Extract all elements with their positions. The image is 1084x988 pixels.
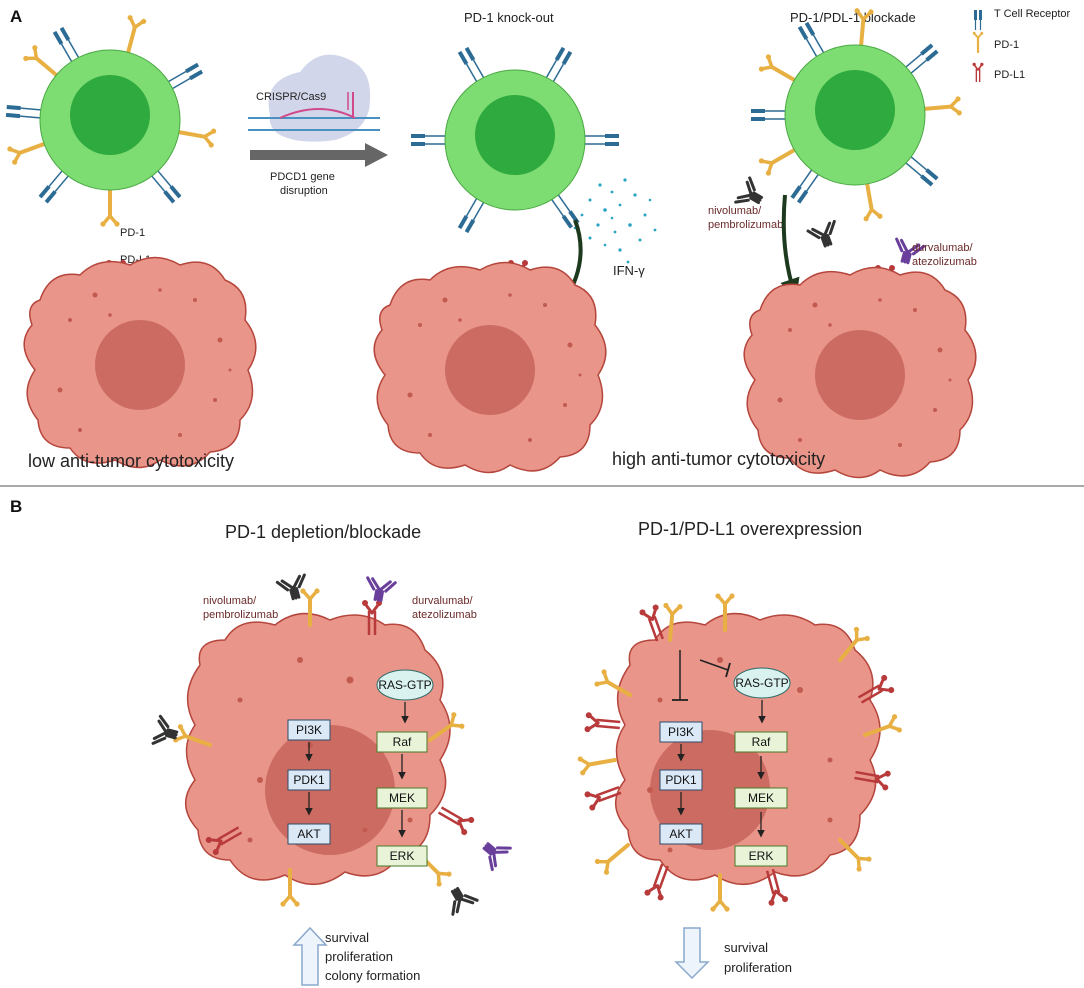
raf-label: Raf xyxy=(393,735,412,749)
pi3k-node xyxy=(287,719,331,741)
raf-node-right xyxy=(734,731,788,753)
pi3k-node-right xyxy=(659,721,703,743)
mek-node-right xyxy=(734,787,788,809)
down-arrow-icon xyxy=(674,927,710,980)
blockade-title: PD-1/PDL-1 blockade xyxy=(790,10,916,25)
right-outcome-2: proliferation xyxy=(724,960,792,975)
erk-label-right: ERK xyxy=(749,849,774,863)
akt-label: AKT xyxy=(297,827,321,841)
durva-label-a-1: durvalumab/ xyxy=(912,242,973,254)
tumor-cell-right xyxy=(743,266,977,479)
ras-gtp-node xyxy=(376,669,434,701)
mek-label: MEK xyxy=(389,791,415,805)
pdk1-label: PDK1 xyxy=(293,773,325,787)
right-panel-title: PD-1/PD-L1 overexpression xyxy=(638,519,862,539)
t-cell-blockade xyxy=(750,5,965,224)
pathway-right: RAS-GTP Raf MEK ERK PI3K PDK1 AKT xyxy=(659,650,791,867)
knockout-title: PD-1 knock-out xyxy=(464,10,554,25)
antibody-nivolumab-b3 xyxy=(441,881,479,916)
antibody-nivolumab-b1 xyxy=(275,573,312,604)
left-panel-title: PD-1 depletion/blockade xyxy=(225,522,421,542)
pdk1-label-right: PDK1 xyxy=(665,773,697,787)
akt-node-right xyxy=(659,823,703,845)
erk-node-right xyxy=(734,845,788,867)
pdk1-node xyxy=(287,769,331,791)
erk-node xyxy=(376,845,428,867)
t-cell-left xyxy=(4,12,219,229)
mek-label-right: MEK xyxy=(748,791,774,805)
ifn-gamma-label: IFN-γ xyxy=(613,263,645,278)
pi3k-label-right: PI3K xyxy=(668,725,694,739)
pdl1-receptor-b2 xyxy=(433,799,477,838)
durva-label-b-1: durvalumab/ xyxy=(412,595,473,607)
mek-node xyxy=(376,787,428,809)
panel-b-label: B xyxy=(10,497,22,516)
pdk1-node-right xyxy=(659,769,703,791)
akt-node xyxy=(287,823,331,845)
legend-pdl1-label: PD-L1 xyxy=(994,69,1025,81)
raf-label-right: Raf xyxy=(752,735,771,749)
nivo-label-b-1: nivolumab/ xyxy=(203,595,257,607)
crispr-label: CRISPR/Cas9 xyxy=(256,91,326,103)
right-outcome-1: survival xyxy=(724,940,768,955)
nivo-label-a-1: nivolumab/ xyxy=(708,205,762,217)
antibody-nivolumab-2 xyxy=(806,219,843,252)
nivo-label-b-2: pembrolizumab xyxy=(203,609,278,621)
disruption-line1: PDCD1 gene xyxy=(270,171,335,183)
durva-label-a-2: atezolizumab xyxy=(912,256,977,268)
blockade-arrow xyxy=(780,194,800,299)
ifn-gamma-particles xyxy=(573,178,657,264)
nivo-label-a-2: pembrolizumab xyxy=(708,219,783,231)
knockout-arrow xyxy=(250,143,388,167)
legend-pdl1-icon xyxy=(971,61,985,83)
antibody-nivolumab-b2 xyxy=(151,714,182,751)
ras-gtp-label: RAS-GTP xyxy=(378,678,431,692)
up-arrow-icon xyxy=(292,926,328,986)
tumor-cell-mid xyxy=(373,261,607,474)
pd1-label: PD-1 xyxy=(120,227,145,239)
crispr-cas9-icon xyxy=(248,54,380,142)
disruption-line2: disruption xyxy=(280,185,328,197)
legend-tcr-icon xyxy=(974,10,982,30)
akt-label-right: AKT xyxy=(669,827,693,841)
durva-label-b-2: atezolizumab xyxy=(412,609,477,621)
pathway-left: RAS-GTP Raf MEK ERK PI3K PDK1 AKT xyxy=(287,669,434,867)
antibody-durvalumab-b2 xyxy=(475,833,512,872)
high-cytotoxicity-caption: high anti-tumor cytotoxicity xyxy=(612,449,825,469)
legend-pd1-label: PD-1 xyxy=(994,39,1019,51)
panel-a-label: A xyxy=(10,7,22,26)
antibody-durvalumab-b1 xyxy=(362,576,397,604)
left-outcome-1: survival xyxy=(325,930,369,945)
ras-gtp-label-right: RAS-GTP xyxy=(735,676,788,690)
left-outcome-3: colony formation xyxy=(325,968,420,983)
inhibition-ras xyxy=(699,659,729,671)
legend-tcr-label: T Cell Receptor xyxy=(994,8,1071,20)
legend-pd1-icon xyxy=(971,30,985,54)
raf-node xyxy=(376,731,428,753)
pi3k-label: PI3K xyxy=(296,723,322,737)
left-outcome-2: proliferation xyxy=(325,949,393,964)
low-cytotoxicity-caption: low anti-tumor cytotoxicity xyxy=(28,451,234,471)
ras-gtp-node-right xyxy=(733,667,791,699)
t-cell-knockout xyxy=(410,46,620,234)
erk-label: ERK xyxy=(390,849,415,863)
legend: T Cell Receptor PD-1 PD-L1 xyxy=(971,8,1071,83)
tumor-cell-left xyxy=(23,256,257,469)
